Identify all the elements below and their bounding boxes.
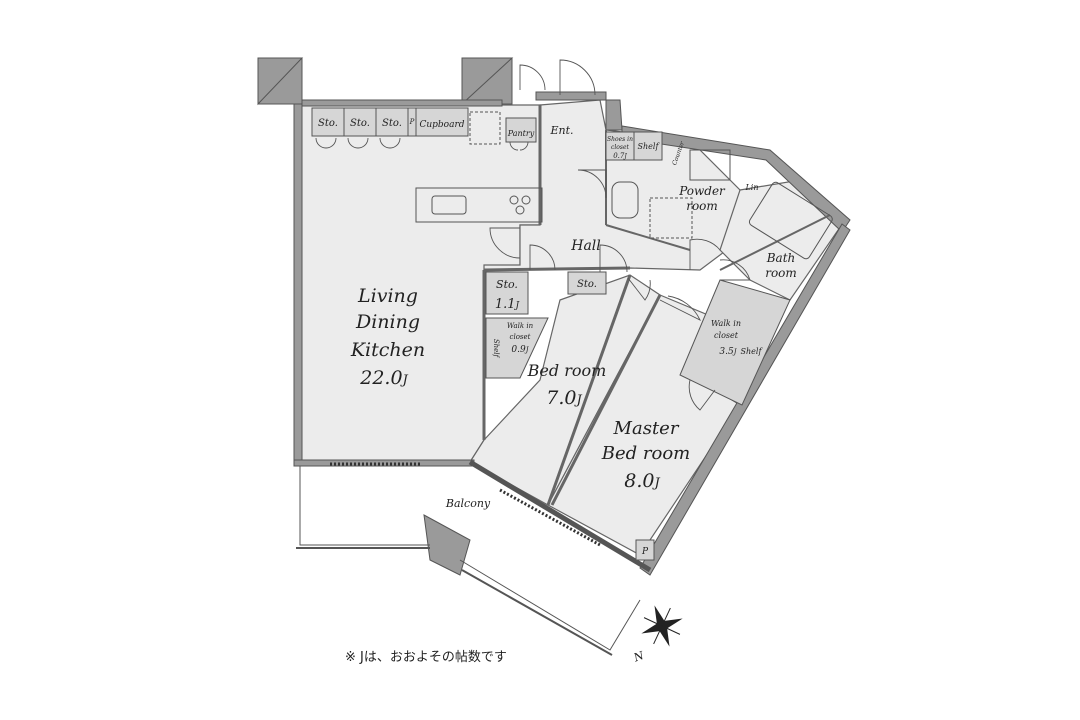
wic2-area: 3.5J	[719, 347, 737, 357]
wic2-line1: Walk in	[711, 319, 741, 328]
wic2-shelf: Shelf	[741, 347, 764, 356]
bed-room-area: 7.0J	[546, 387, 582, 409]
powder-label-line1: Powder	[678, 184, 726, 198]
floor-area	[299, 99, 846, 556]
bath-label-line1: Bath	[766, 251, 796, 265]
compass-north-label: N	[631, 649, 646, 665]
ldk-area: 22.0J	[359, 367, 408, 389]
bed-room-label: Bed room	[527, 361, 607, 380]
compass-icon	[641, 605, 683, 647]
partitions	[482, 105, 831, 506]
shoes-line1: Shoes in	[607, 136, 633, 143]
doors	[315, 59, 751, 411]
master-label-line2: Bed room	[601, 443, 690, 464]
ldk-label-line3: Kitchen	[350, 339, 425, 361]
lin-label: Lin	[744, 183, 758, 192]
wic2-line2: closet	[714, 331, 739, 340]
wic1-area: 0.9J	[511, 345, 529, 355]
ldk-label-line1: Living	[357, 285, 418, 307]
kitchen-counter	[415, 187, 543, 223]
wic1-line2: closet	[510, 333, 531, 341]
cupboard-label: Cupboard	[419, 120, 464, 130]
p-label-kitchen: P	[409, 118, 415, 126]
p-label-master: P	[641, 547, 649, 557]
balcony	[296, 466, 641, 656]
wic1-shelf: Shelf	[492, 339, 500, 359]
balcony-label: Balcony	[445, 497, 491, 510]
pantry-label: Pantry	[507, 129, 535, 138]
wic1-line1: Walk in	[507, 322, 534, 330]
footnote: ※ Jは、おおよその帖数です	[345, 650, 507, 665]
sto-bed-label: Sto.	[577, 279, 597, 290]
bath-fixtures	[611, 149, 833, 260]
ldk-label-line2: Dining	[355, 311, 420, 333]
shoes-area: 0.7J	[613, 152, 627, 160]
ent-label: Ent.	[549, 124, 573, 137]
storage-blocks	[311, 107, 791, 561]
windows	[330, 462, 601, 547]
master-area: 8.0J	[624, 470, 660, 492]
master-label-line1: Master	[613, 418, 680, 439]
powder-label-line2: room	[686, 199, 718, 213]
sto-label-2: Sto.	[350, 118, 370, 129]
sto-label-3: Sto.	[382, 118, 402, 129]
shoes-line2: closet	[611, 144, 630, 151]
hall-label: Hall	[570, 238, 601, 254]
bath-label-line2: room	[765, 266, 797, 280]
sto-hall-area: 1.1J	[495, 297, 521, 312]
sto-hall-label: Sto.	[496, 278, 518, 291]
shoes-shelf: Shelf	[638, 142, 661, 151]
sto-label-1: Sto.	[318, 118, 338, 129]
